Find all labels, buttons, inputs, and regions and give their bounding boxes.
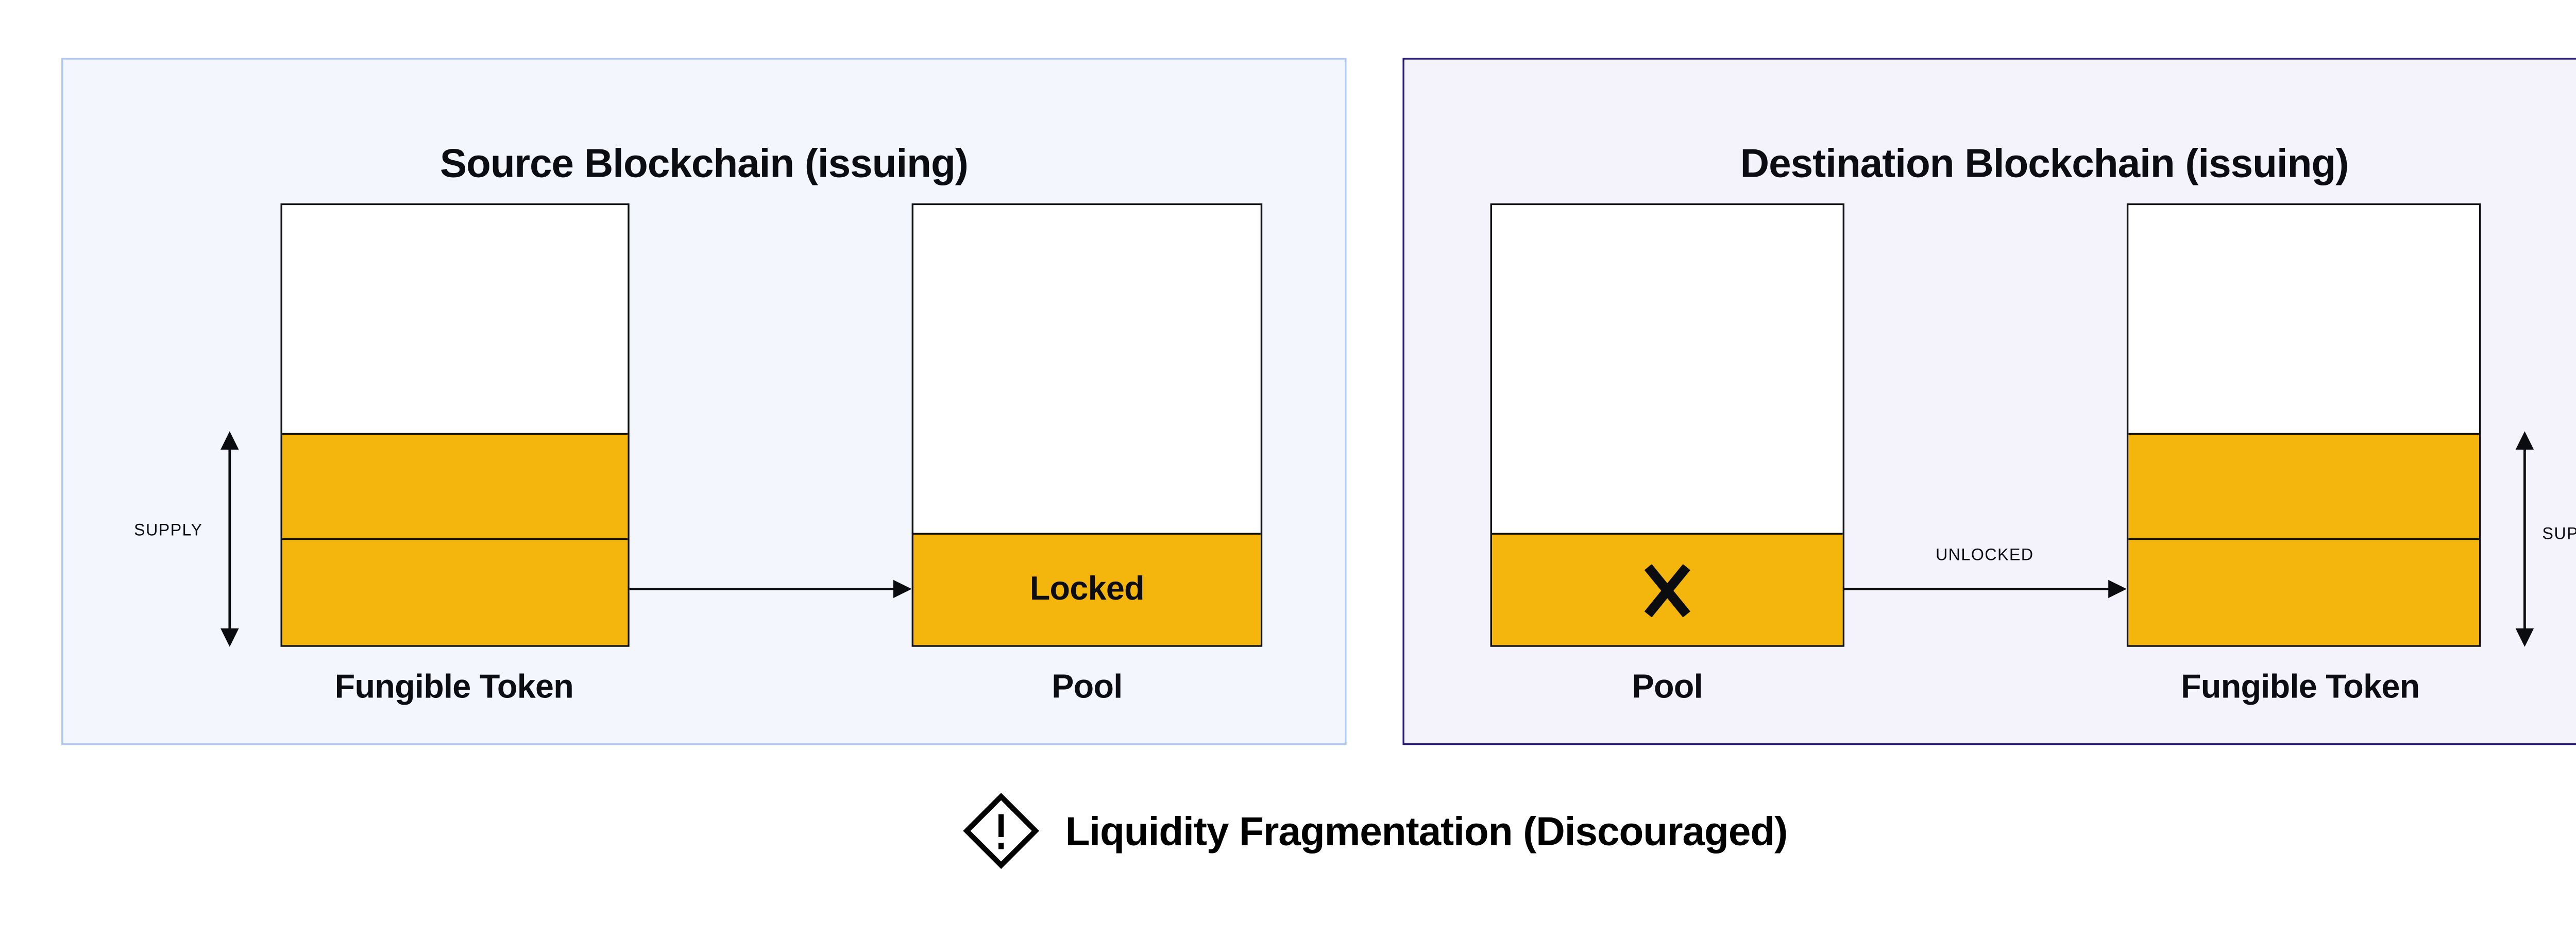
source-fungible-token-label: Fungible Token [334, 669, 574, 707]
source-pool-locked-segment: Locked [913, 533, 1261, 645]
destination-pool-bar [1490, 203, 1845, 647]
warning-diamond-icon [962, 793, 1039, 869]
destination-supply-label: SUPPLY [2542, 525, 2576, 544]
destination-fungible-token-label: Fungible Token [2181, 669, 2420, 707]
destination-fungible-token-bar [2126, 203, 2481, 647]
destination-supply-range-arrow [2515, 431, 2534, 647]
source-fungible-token-bar [280, 203, 630, 647]
source-pool-bar: Locked [911, 203, 1263, 647]
source-token-supply-segment-upper [282, 433, 628, 538]
source-panel-title: Source Blockchain (issuing) [439, 140, 969, 186]
source-token-supply-segment-lower [282, 538, 628, 645]
source-supply-label: SUPPLY [134, 521, 203, 541]
destination-panel-title: Destination Blockchain (issuing) [1740, 140, 2349, 186]
destination-token-supply-segment-upper [2128, 433, 2479, 538]
locked-label: Locked [1029, 570, 1145, 608]
source-lock-arrow [629, 579, 912, 599]
destination-token-supply-segment-lower [2128, 538, 2479, 645]
unlocked-label: UNLOCKED [1935, 546, 2034, 566]
source-pool-label: Pool [1052, 669, 1123, 707]
source-blockchain-panel: Source Blockchain (issuing) SUPPLY [61, 58, 1347, 745]
source-supply-range-arrow [221, 431, 239, 647]
caption-text: Liquidity Fragmentation (Discouraged) [1065, 807, 1788, 853]
destination-blockchain-panel: Destination Blockchain (issuing) UNLOCKE… [1402, 58, 2576, 745]
destination-pool-label: Pool [1632, 669, 1703, 707]
x-mark-icon [1644, 564, 1690, 617]
destination-unlock-arrow [1844, 579, 2127, 599]
destination-pool-crossed-segment [1492, 533, 1843, 645]
caption: Liquidity Fragmentation (Discouraged) [0, 792, 2576, 869]
